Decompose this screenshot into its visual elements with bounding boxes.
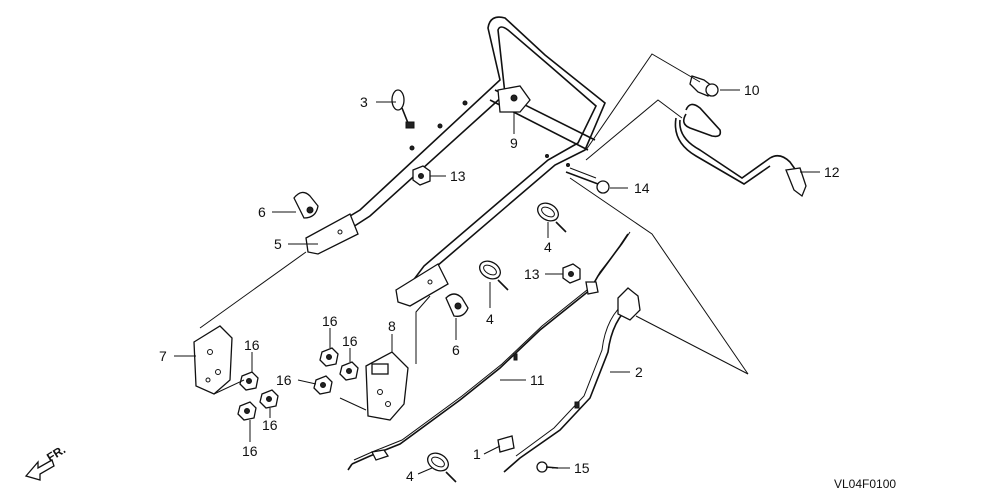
callouts: 1 2 3 4 4 4 5 6 6 7 8 9 10 11 12 13 13 1… (159, 82, 840, 484)
callout-12: 12 (824, 164, 840, 180)
clamp-4c (427, 452, 457, 483)
callout-6a: 6 (258, 204, 266, 220)
callout-1: 1 (473, 446, 481, 462)
diagram-code: VL04F0100 (834, 477, 896, 491)
clip-1 (497, 435, 515, 453)
leader-lines (174, 89, 820, 475)
nut-16d (319, 347, 339, 367)
nut-13a (412, 165, 431, 186)
bolt-14 (565, 167, 610, 194)
callout-8: 8 (388, 318, 396, 334)
callout-4a: 4 (544, 239, 552, 255)
callout-6b: 6 (452, 342, 460, 358)
front-arrow-icon (24, 459, 55, 481)
callout-14: 14 (634, 180, 650, 196)
cable-11 (347, 231, 631, 471)
nut-16b (259, 389, 279, 409)
callout-11: 11 (530, 372, 545, 388)
eye-bolt-3 (391, 89, 415, 129)
clamp-4b (479, 260, 509, 291)
direction-label: FR. (44, 442, 68, 464)
screw-15 (536, 461, 559, 473)
clip-10 (689, 75, 719, 97)
bracket-8 (365, 351, 409, 421)
knob-6a (293, 191, 319, 219)
callout-16c: 16 (242, 443, 258, 459)
callout-16a: 16 (244, 337, 260, 353)
callout-4c: 4 (406, 468, 414, 484)
assembly-lines (199, 53, 749, 411)
callout-16d: 16 (322, 313, 338, 329)
callout-16e: 16 (342, 333, 358, 349)
callout-2: 2 (635, 364, 643, 380)
callout-13b: 13 (524, 266, 540, 282)
callout-16f: 16 (276, 372, 292, 388)
nut-13b (562, 263, 581, 284)
handle-pipe (305, 16, 606, 307)
cable-2 (503, 287, 641, 473)
callout-5: 5 (274, 236, 282, 252)
nut-16e (339, 361, 359, 381)
callout-15: 15 (574, 460, 590, 476)
callout-4b: 4 (486, 311, 494, 327)
callout-9: 9 (510, 135, 518, 151)
nut-16c (237, 401, 257, 421)
callout-13a: 13 (450, 168, 466, 184)
callout-7: 7 (159, 348, 167, 364)
nut-16f (313, 375, 333, 395)
callout-10: 10 (744, 82, 760, 98)
knob-6b (445, 293, 469, 317)
callout-3: 3 (360, 94, 368, 110)
clamp-4a (537, 202, 567, 233)
control-lever-12 (674, 103, 807, 198)
bracket-7 (193, 325, 233, 395)
cable-guide-9 (497, 85, 531, 113)
callout-16b: 16 (262, 417, 278, 433)
